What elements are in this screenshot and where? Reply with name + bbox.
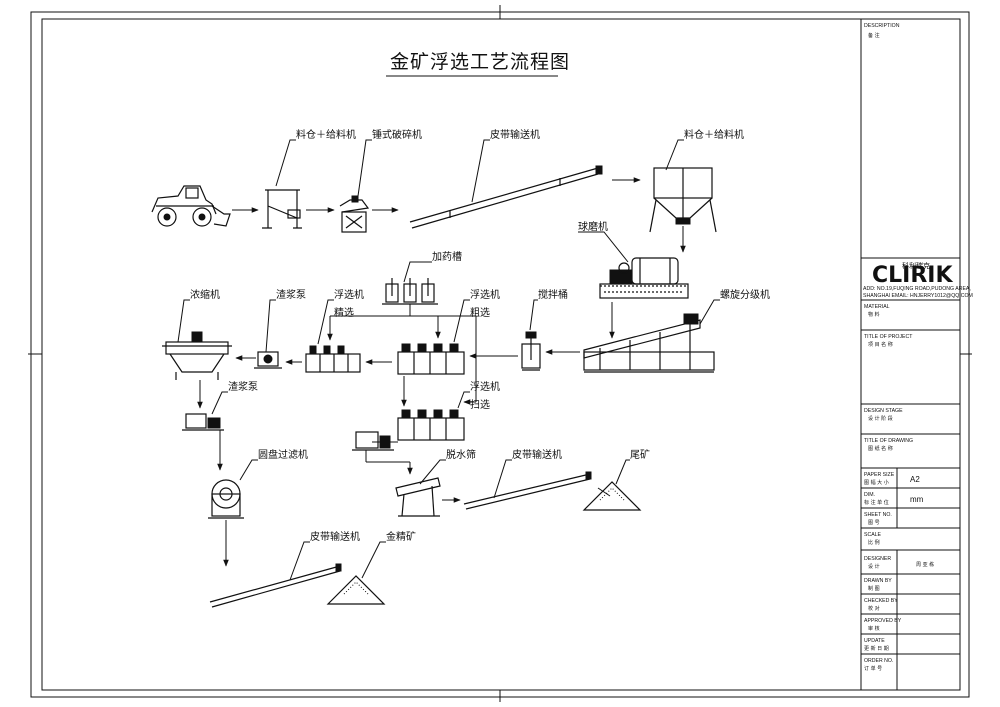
bin-feeder-1: [262, 189, 302, 229]
tb-address-2: SHANGHAI EMAIL: HNJERRY1012@QQ.COM: [863, 293, 973, 299]
label-reagent-tank: 加药槽: [432, 250, 462, 263]
tb-title-of-project: TITLE OF PROJECT: [864, 334, 913, 340]
label-slurry-pump-2: 渣浆泵: [228, 380, 258, 393]
tb-scale: SCALE: [864, 532, 882, 538]
hammer-crusher: [339, 195, 370, 233]
tb-title-of-drawing: TITLE OF DRAWING: [864, 438, 913, 444]
tb-address: ADD: NO.19,FUQING ROAD,PUDONG AREA,: [863, 286, 971, 292]
tb-title-of-project-cn: 项 目 名 称: [868, 341, 893, 348]
tb-paper-size: PAPER SIZE: [864, 472, 895, 478]
wheel-loader: [151, 185, 231, 227]
tb-approved-by: APPROVED BY: [864, 618, 902, 624]
tb-order-no-cn: 订 单 号: [864, 665, 882, 672]
tb-paper-size-cn: 图 幅 大 小: [864, 479, 889, 486]
label-belt-conveyor-3: 皮带输送机: [310, 530, 360, 543]
tb-checked-by: CHECKED BY: [864, 598, 898, 604]
ball-mill: [599, 257, 689, 299]
tb-title-of-drawing-cn: 图 纸 名 称: [868, 445, 893, 452]
tb-company-cn: 科利瑞克: [902, 261, 930, 270]
label-cleaning: 精选: [334, 306, 354, 319]
label-bin-feeder-1: 料仓＋给料机: [296, 128, 356, 141]
flow-lines: [197, 177, 686, 567]
reagent-tanks: [382, 278, 438, 305]
gold-concentrate-pile: [326, 575, 386, 605]
tailings-pile: [582, 481, 642, 511]
bin-feeder-2: [649, 167, 717, 233]
company-logo: CLIRIK: [872, 263, 953, 288]
tb-design-stage: DESIGN STAGE: [864, 408, 903, 414]
flotation-cleaner: [305, 345, 361, 373]
tb-update: UPDATE: [864, 638, 885, 644]
label-bin-feeder-2: 料仓＋给料机: [684, 128, 744, 141]
tb-update-cn: 更 新 日 期: [864, 645, 889, 652]
label-hammer-crusher: 锤式破碎机: [372, 128, 422, 141]
label-roughing: 粗选: [470, 306, 490, 319]
label-dewatering-screen: 脱水筛: [446, 448, 476, 461]
tb-paper-size-value: A2: [910, 475, 920, 484]
label-slurry-pump-1: 渣浆泵: [276, 288, 306, 301]
slurry-pump-1: [254, 351, 282, 369]
thickener: [162, 331, 232, 380]
tb-description: DESCRIPTION: [864, 23, 900, 29]
tb-sheet-no: SHEET NO.: [864, 512, 892, 518]
tb-drawn-by: DRAWN BY: [864, 578, 892, 584]
tb-dim-value: mm: [910, 495, 924, 504]
agitation-tank: [521, 331, 541, 371]
tb-dim: DIM.: [864, 492, 875, 498]
label-tailings: 尾矿: [630, 448, 650, 461]
label-belt-conveyor-1: 皮带输送机: [490, 128, 540, 141]
tb-scale-cn: 比 例: [868, 539, 880, 546]
diagram-title-group: 金矿浮选工艺流程图: [386, 51, 570, 77]
label-flotation-scavenger: 浮选机: [470, 380, 500, 393]
dewatering-screen: [395, 477, 441, 517]
disc-filter: [208, 479, 244, 519]
flotation-scavenger: [397, 409, 465, 441]
tb-dim-cn: 标 注 单 位: [864, 499, 889, 506]
leader-lines: [177, 139, 720, 581]
tb-drawn-by-cn: 制 图: [868, 585, 880, 592]
label-disc-filter: 圆盘过滤机: [258, 448, 308, 461]
equipment-labels: 料仓＋给料机 锤式破碎机 皮带输送机 料仓＋给料机 球磨机 加药槽 搅拌桶 螺旋…: [190, 128, 770, 543]
tb-designer: DESIGNER: [864, 556, 891, 562]
tb-material: MATERIAL: [864, 304, 890, 310]
tb-order-no: ORDER NO.: [864, 658, 893, 664]
tb-designer-name: 周 亚 栋: [916, 561, 934, 568]
belt-conveyor-3: [209, 563, 342, 608]
belt-conveyor-2: [463, 471, 592, 510]
flotation-rougher: [397, 343, 465, 375]
tb-designer-cn: 设 计: [868, 563, 880, 570]
diagram-title: 金矿浮选工艺流程图: [390, 51, 570, 73]
belt-conveyor-1: [409, 165, 603, 229]
tb-design-stage-cn: 设 计 阶 段: [868, 415, 893, 422]
tb-material-cn: 物 料: [868, 311, 880, 318]
label-ball-mill: 球磨机: [578, 220, 608, 233]
title-block: DESCRIPTION 备 注 CLIRIK 科利瑞克 ADD: NO.19,F…: [860, 18, 973, 691]
label-gold-concentrate: 金精矿: [386, 530, 416, 543]
label-belt-conveyor-2: 皮带输送机: [512, 448, 562, 461]
label-agitation-tank: 搅拌桶: [538, 288, 568, 301]
label-thickener: 浓缩机: [190, 288, 220, 301]
label-spiral-classifier: 螺旋分级机: [720, 288, 770, 301]
label-scavenging: 扫选: [470, 398, 490, 411]
label-flotation-cleaner: 浮选机: [334, 288, 364, 301]
tb-description-cn: 备 注: [868, 32, 880, 39]
tb-sheet-no-cn: 图 号: [868, 520, 880, 526]
slurry-pump-2: [182, 413, 224, 431]
tb-approved-by-cn: 审 核: [868, 625, 880, 632]
scavenger-pump: [352, 431, 394, 451]
label-flotation-rougher: 浮选机: [470, 288, 500, 301]
spiral-classifier: [583, 313, 715, 373]
tb-checked-by-cn: 校 对: [868, 605, 880, 612]
